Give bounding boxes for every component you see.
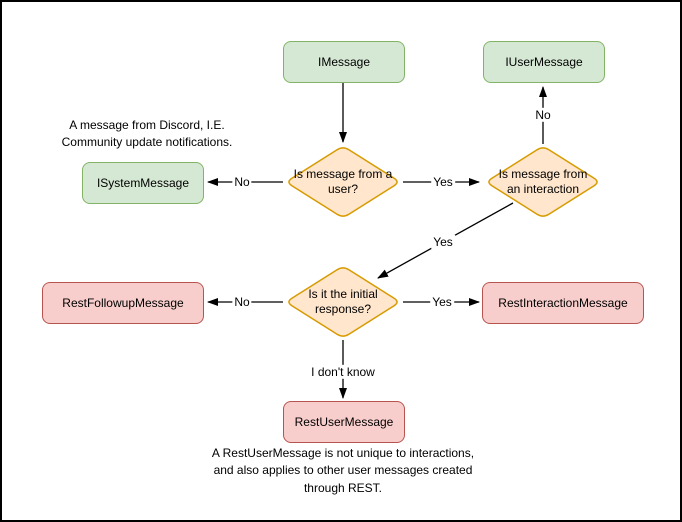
node-imessage-label: IMessage [317, 54, 371, 69]
annotation-rest-user-message-note: A RestUserMessage is not unique to inter… [211, 446, 475, 495]
decision-is-message-from-interaction: Is message from an interaction [483, 144, 603, 220]
node-iusermessage-label: IUserMessage [505, 54, 583, 69]
node-isystemmessage: ISystemMessage [82, 162, 204, 204]
decision-is-message-from-user: Is message from a user? [283, 144, 403, 220]
node-iusermessage: IUserMessage [483, 41, 605, 83]
node-restinteractionmessage-label: RestInteractionMessage [498, 295, 628, 310]
node-isystemmessage-label: ISystemMessage [96, 175, 190, 190]
edge-label-from-interaction-no: No [533, 107, 553, 123]
annotation-system-message-note: A message from Discord, I.E. Community u… [61, 118, 233, 150]
decision-from-interaction-label: Is message from an interaction [498, 167, 588, 196]
node-restfollowupmessage: RestFollowupMessage [42, 282, 204, 324]
edge-label-from-user-yes: Yes [431, 174, 455, 190]
decision-from-user-label: Is message from a user? [293, 167, 393, 196]
edge-label-initial-yes: Yes [430, 294, 454, 310]
diamond-shape-svg [288, 147, 398, 217]
edge-label-initial-no: No [232, 294, 252, 310]
diamond-shape-svg [488, 147, 598, 217]
decision-is-initial-response: Is it the initial response? [283, 264, 403, 340]
decision-initial-response-label: Is it the initial response? [308, 287, 378, 316]
node-restusermessage: RestUserMessage [283, 401, 405, 443]
node-restinteractionmessage: RestInteractionMessage [482, 282, 644, 324]
node-restusermessage-label: RestUserMessage [294, 414, 394, 429]
node-restfollowupmessage-label: RestFollowupMessage [62, 295, 184, 310]
node-imessage: IMessage [283, 41, 405, 83]
edge-label-initial-unknown: I don't know [309, 364, 377, 380]
diamond-shape-svg [288, 267, 398, 337]
edge-label-from-user-no: No [232, 174, 252, 190]
edge-label-from-interaction-yes: Yes [431, 234, 455, 250]
